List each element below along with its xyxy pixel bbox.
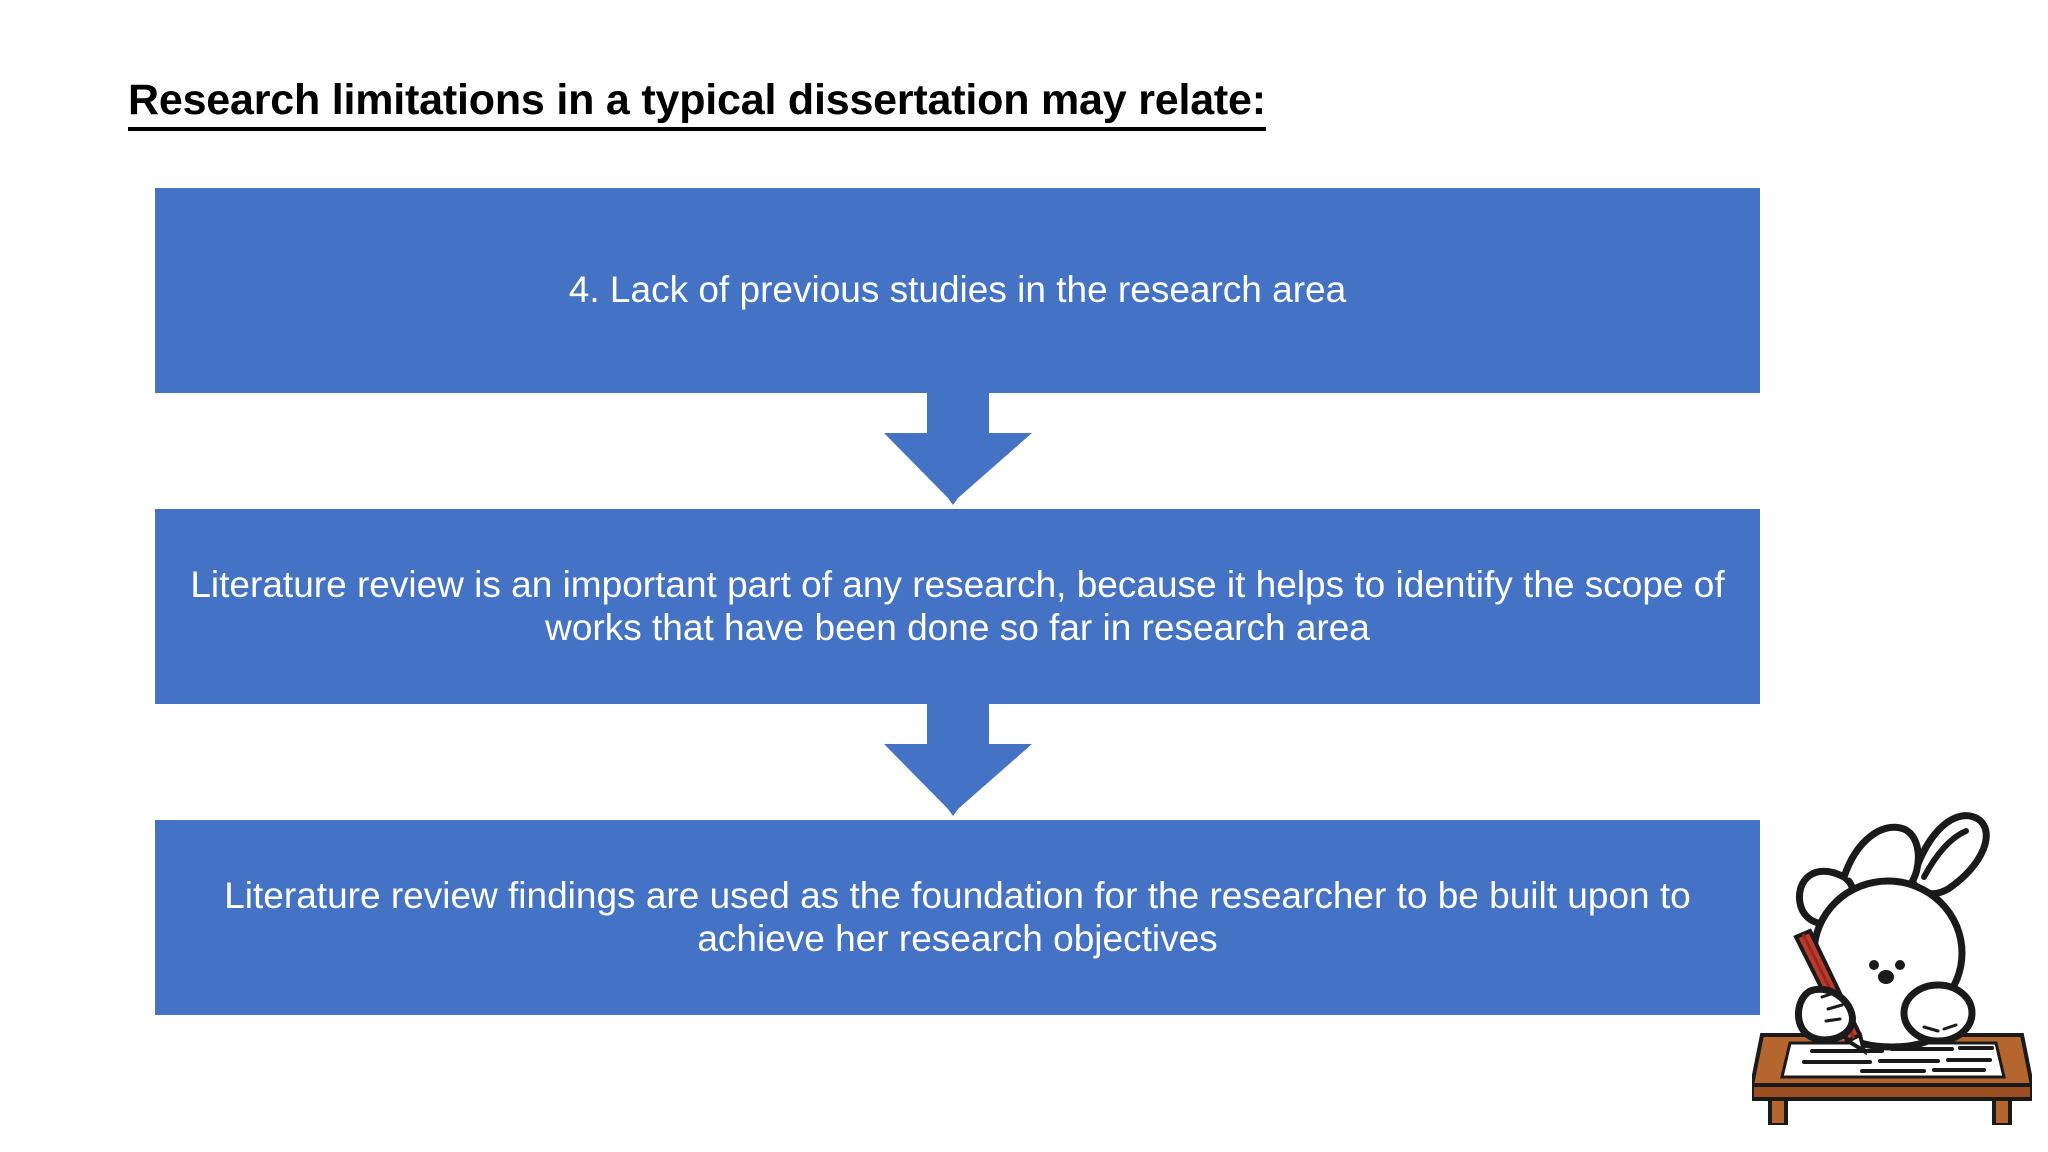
eye-icon: [1895, 960, 1905, 970]
down-arrow-icon: [883, 704, 1032, 816]
flow-step-2-label: Literature review is an important part o…: [190, 563, 1725, 648]
flow-connector-1: [155, 393, 1760, 509]
flow-step-1[interactable]: 4. Lack of previous studies in the resea…: [155, 188, 1760, 393]
eye-icon: [1869, 960, 1879, 970]
paw-fur-lines: [1820, 991, 1844, 1023]
paw-fur-lines: [1922, 1023, 1958, 1033]
page-title: Research limitations in a typical disser…: [128, 77, 1266, 132]
process-flow: 4. Lack of previous studies in the resea…: [155, 188, 1760, 1015]
down-arrow-icon: [883, 393, 1032, 505]
flow-step-3-label: Literature review findings are used as t…: [224, 874, 1691, 959]
rabbit-writing-at-desk-illustration: [1752, 812, 2032, 1125]
flow-step-2[interactable]: Literature review is an important part o…: [155, 509, 1760, 704]
flow-connector-2: [155, 704, 1760, 820]
flow-step-1-label: 4. Lack of previous studies in the resea…: [568, 269, 1347, 311]
flow-step-3[interactable]: Literature review findings are used as t…: [155, 820, 1760, 1015]
nose-icon: [1878, 970, 1894, 984]
